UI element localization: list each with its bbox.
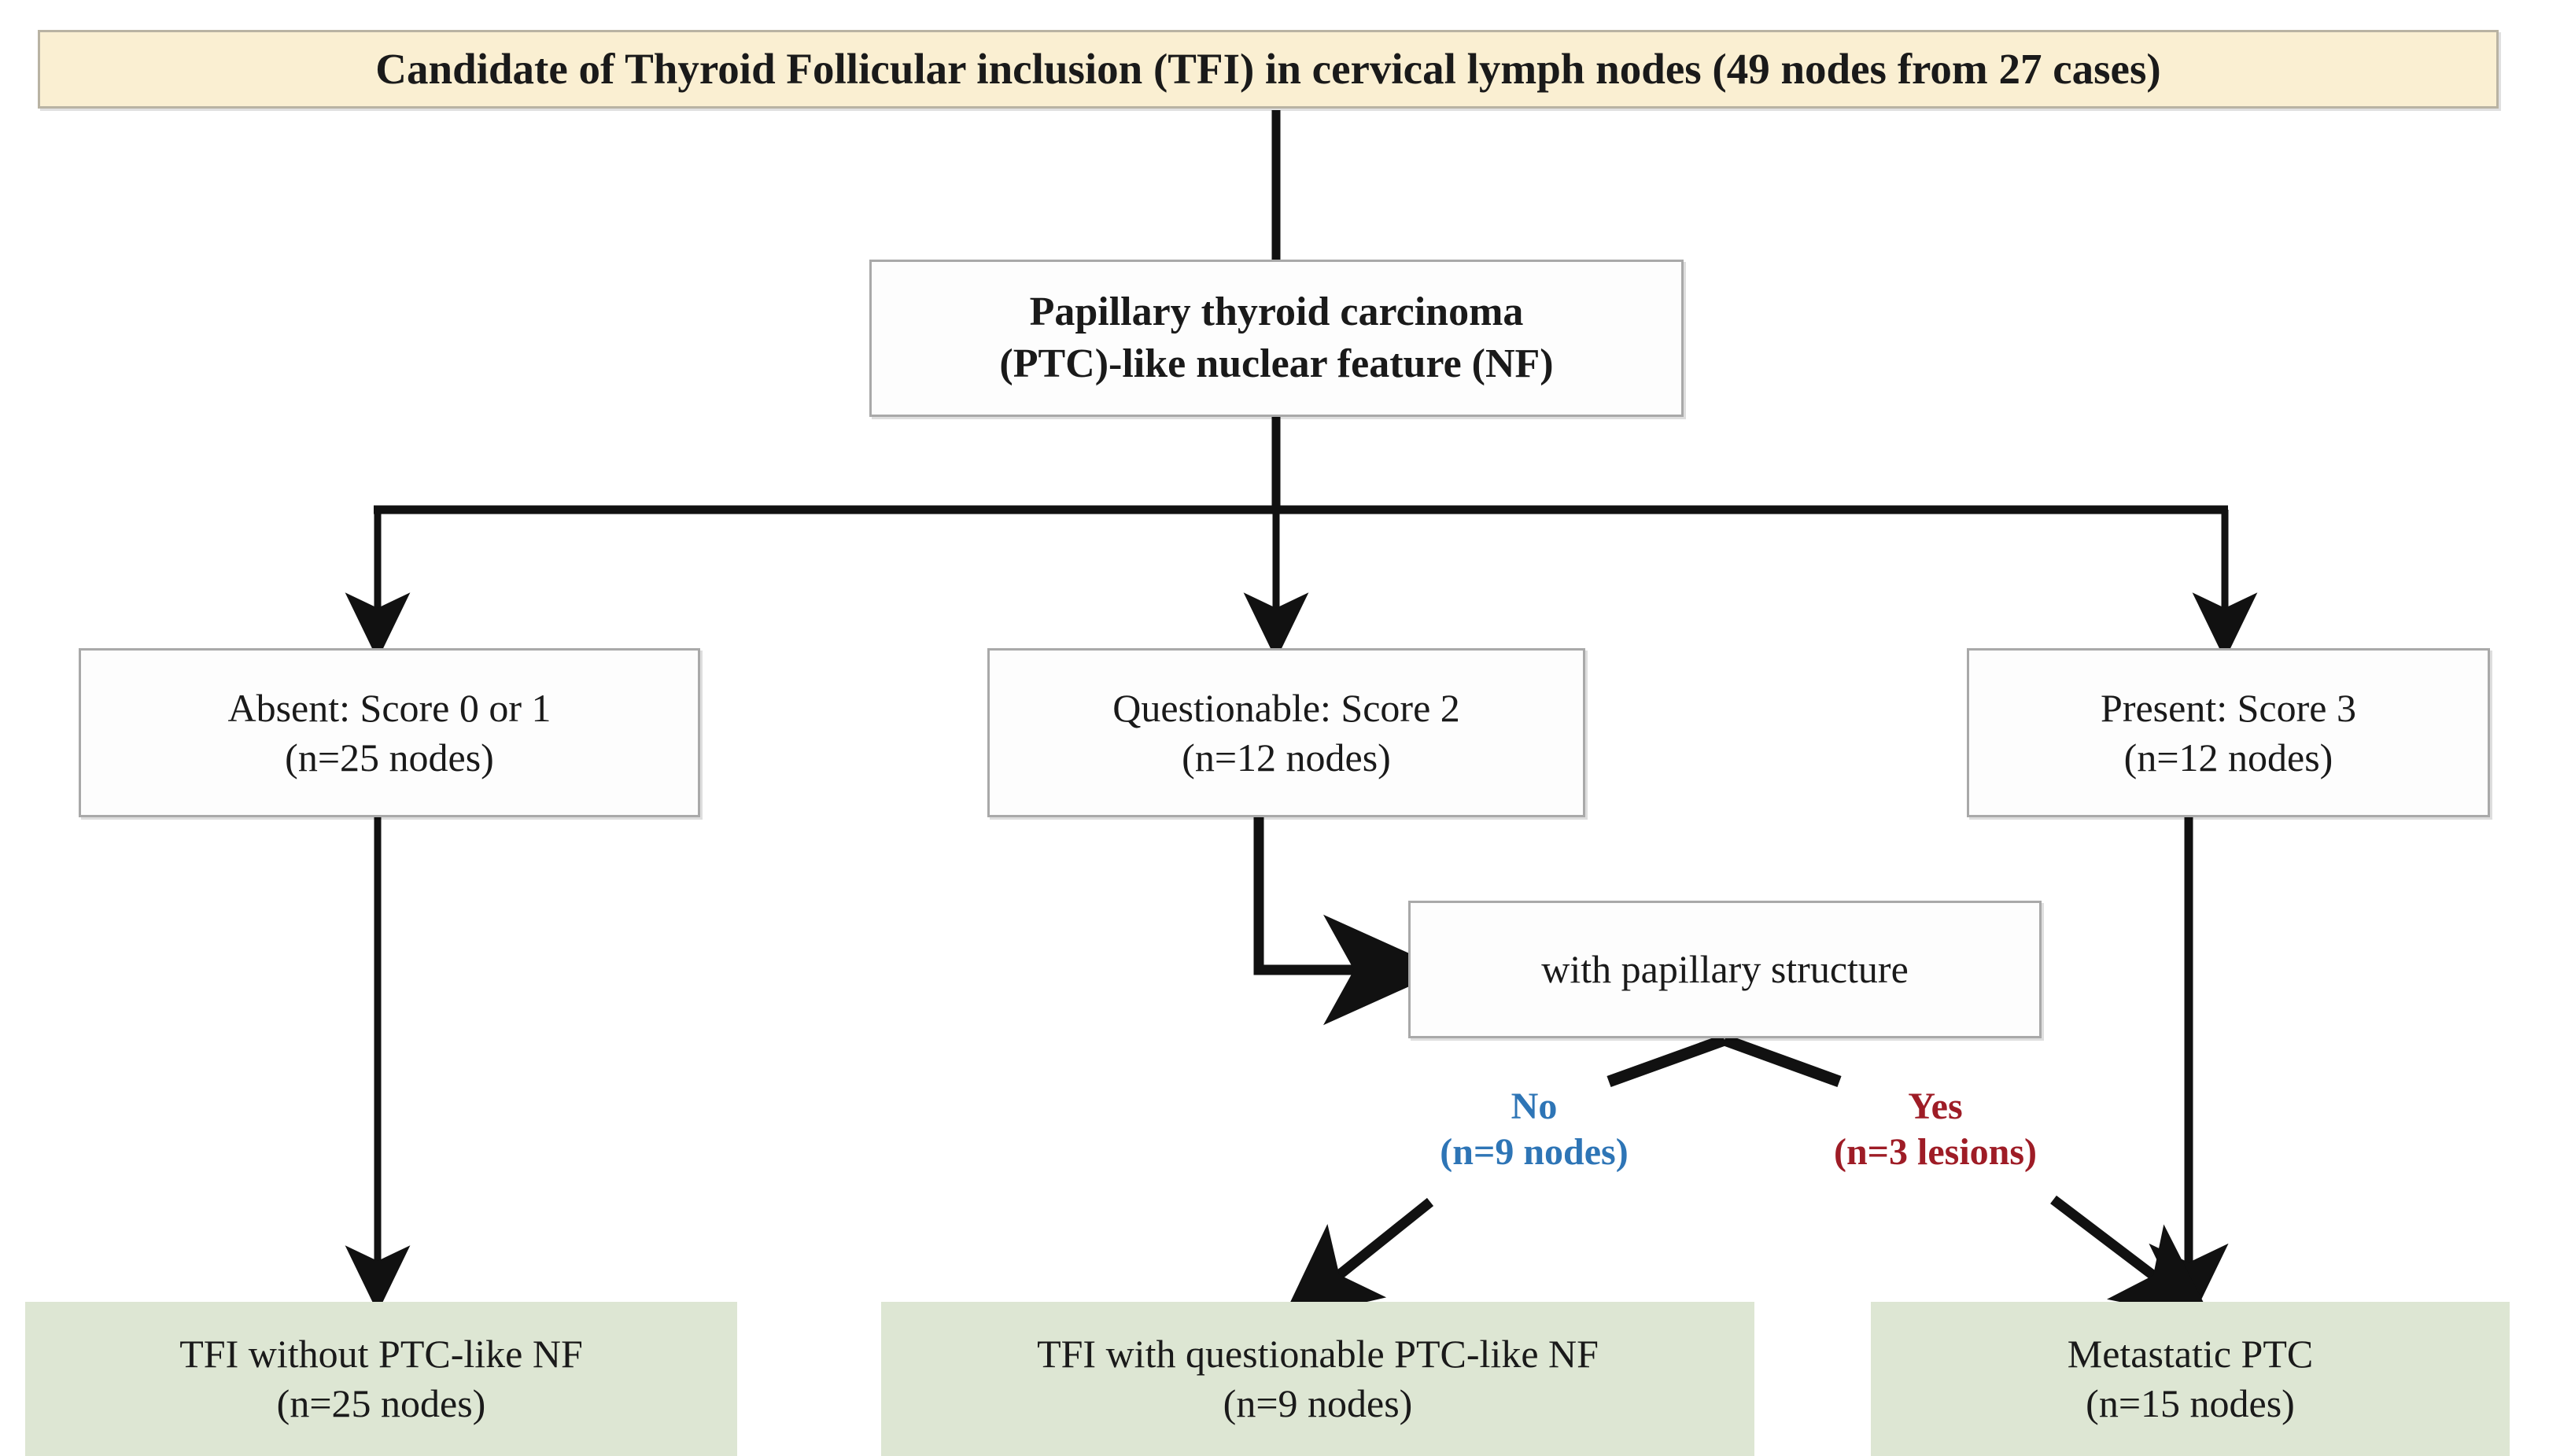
node-papillary-structure: with papillary structure <box>1408 901 2042 1038</box>
node-score-absent: Absent: Score 0 or 1 (n=25 nodes) <box>79 648 700 817</box>
node-terminal-tfi-without: TFI without PTC-like NF (n=25 nodes) <box>25 1302 737 1456</box>
node-papillary-structure-line1: with papillary structure <box>1541 947 1909 991</box>
node-terminal-metastatic-line1: Metastatic PTC <box>2067 1332 2314 1376</box>
node-terminal-tfi-without-line1: TFI without PTC-like NF <box>179 1332 583 1376</box>
edge-score-questionable-to-papillary <box>1253 817 1446 1026</box>
branch-label-no: No (n=9 nodes) <box>1337 1084 1731 1174</box>
node-nuclear-feature-line2: (PTC)-like nuclear feature (NF) <box>999 341 1554 386</box>
edge-no-branch-to-terminal-mid <box>1281 1197 1434 1321</box>
edge-papillary-fork-left <box>1606 1034 1727 1088</box>
node-terminal-tfi-questionable-line1: TFI with questionable PTC-like NF <box>1037 1332 1599 1376</box>
node-score-absent-line2: (n=25 nodes) <box>285 735 494 780</box>
title-banner: Candidate of Thyroid Follicular inclusio… <box>38 30 2499 109</box>
node-score-questionable-line1: Questionable: Score 2 <box>1112 685 1460 730</box>
branch-label-yes: Yes (n=3 lesions) <box>1715 1084 2156 1174</box>
node-terminal-tfi-questionable-line2: (n=9 nodes) <box>1223 1381 1413 1425</box>
node-score-questionable-line2: (n=12 nodes) <box>1182 735 1391 780</box>
branch-label-yes-line1: Yes <box>1908 1086 1963 1127</box>
node-score-present-line1: Present: Score 3 <box>2101 685 2356 730</box>
edge-papillary-fork-right <box>1722 1034 1842 1088</box>
branch-label-no-line1: No <box>1511 1086 1558 1127</box>
node-nuclear-feature-line1: Papillary thyroid carcinoma <box>1029 289 1524 335</box>
branch-label-no-line2: (n=9 nodes) <box>1440 1130 1629 1173</box>
node-terminal-tfi-without-line2: (n=25 nodes) <box>276 1381 486 1425</box>
edge-nuclear-feature-to-split <box>374 417 2228 514</box>
edge-yes-branch-to-terminal-right <box>2050 1195 2213 1321</box>
node-score-absent-line1: Absent: Score 0 or 1 <box>227 685 551 730</box>
branch-label-yes-line2: (n=3 lesions) <box>1833 1130 2038 1173</box>
title-banner-text: Candidate of Thyroid Follicular inclusio… <box>375 45 2161 94</box>
node-terminal-tfi-questionable: TFI with questionable PTC-like NF (n=9 n… <box>881 1302 1754 1456</box>
node-score-present-line2: (n=12 nodes) <box>2123 735 2333 780</box>
node-score-present: Present: Score 3 (n=12 nodes) <box>1967 648 2490 817</box>
node-terminal-metastatic: Metastatic PTC (n=15 nodes) <box>1871 1302 2510 1456</box>
node-nuclear-feature: Papillary thyroid carcinoma (PTC)-like n… <box>869 260 1684 417</box>
node-terminal-metastatic-line2: (n=15 nodes) <box>2086 1381 2295 1425</box>
node-score-questionable: Questionable: Score 2 (n=12 nodes) <box>987 648 1585 817</box>
